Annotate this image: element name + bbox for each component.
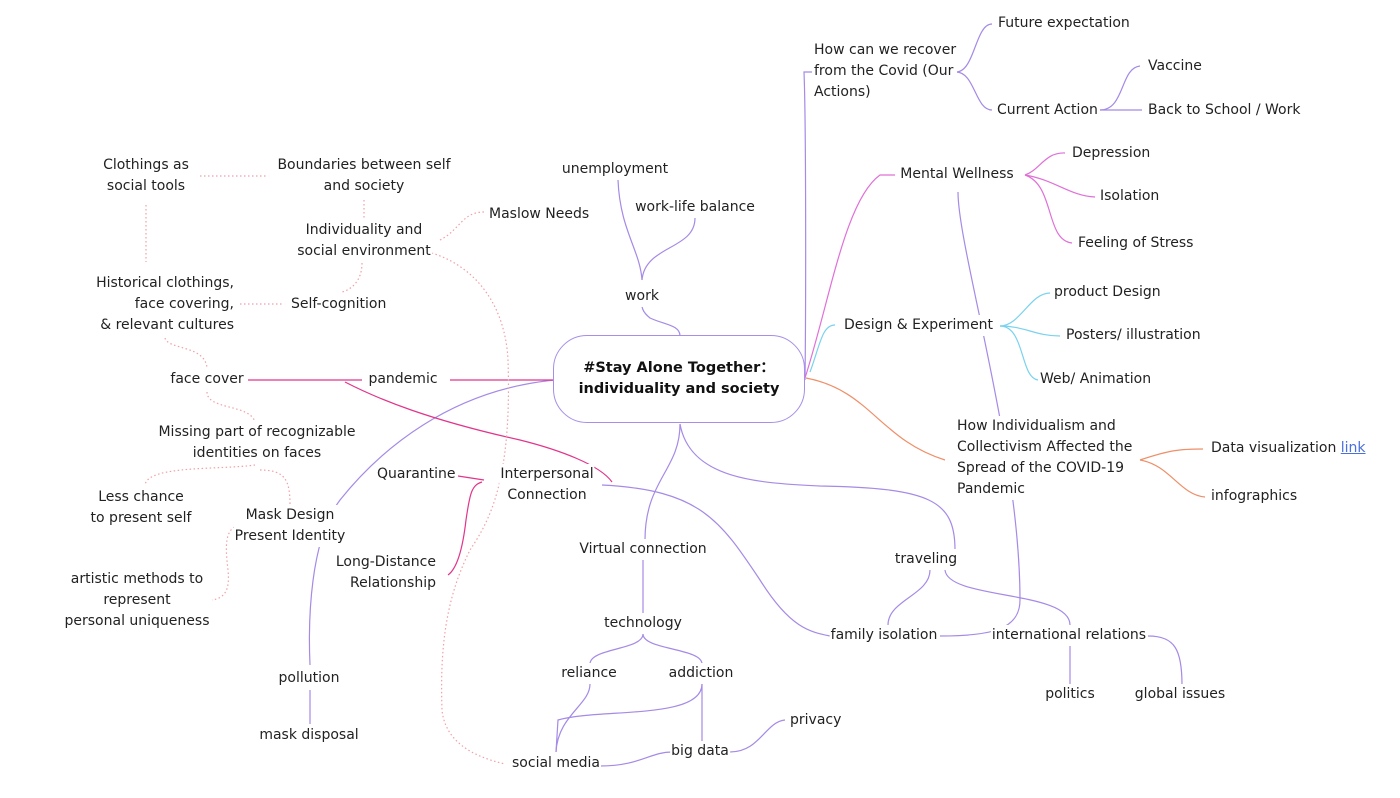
connector-traveling-international (944, 569, 1071, 626)
node-international-relations[interactable]: international relations (990, 625, 1148, 646)
node-face-cover[interactable]: face cover (169, 369, 245, 390)
node-work-life-balance[interactable]: work-life balance (634, 197, 756, 218)
connector-design-posters (999, 325, 1061, 337)
connector-individualism-datavis (1139, 448, 1204, 461)
node-maslow-needs[interactable]: Maslow Needs (488, 204, 591, 225)
node-work[interactable]: work (624, 286, 660, 307)
node-less-chance[interactable]: Less chance to present self (89, 487, 193, 529)
connector-individuality-social (419, 249, 510, 765)
connector-center-virtual (644, 423, 681, 541)
central-topic[interactable]: #Stay Alone Together： individuality and … (553, 335, 805, 423)
node-current-action[interactable]: Current Action (996, 100, 1099, 121)
connector-recover-current (955, 71, 993, 111)
node-mental-wellness[interactable]: Mental Wellness (899, 164, 1015, 185)
connector-quarantine-tip (457, 475, 485, 481)
orange-connectors (805, 377, 1206, 498)
node-data-visualization[interactable]: Data visualization link (1210, 438, 1367, 459)
node-pollution[interactable]: pollution (277, 668, 341, 689)
node-individuality-environment[interactable]: Individuality and social environment (296, 220, 432, 262)
node-future-expectation[interactable]: Future expectation (997, 13, 1131, 34)
connector-interpersonal-family (601, 484, 831, 637)
node-mask-design[interactable]: Mask Design Present Identity (233, 505, 347, 547)
connector-technology-reliance (589, 633, 644, 665)
connector-individuality-maslow (439, 211, 485, 241)
connector-center-design (809, 324, 836, 373)
node-historical-clothings[interactable]: Historical clothings, face covering, & r… (95, 273, 235, 336)
connector-traveling-family (887, 569, 931, 626)
node-pandemic[interactable]: pandemic (367, 369, 439, 390)
node-isolation[interactable]: Isolation (1099, 186, 1161, 207)
node-virtual-connection[interactable]: Virtual connection (578, 539, 708, 560)
node-addiction[interactable]: addiction (667, 663, 735, 684)
node-missing-part[interactable]: Missing part of recognizable identities … (157, 422, 357, 464)
node-data-visualization-label: Data visualization (1211, 440, 1337, 456)
connector-historical-facecover (164, 337, 208, 369)
node-individualism-collectivism[interactable]: How Individualism and Collectivism Affec… (956, 416, 1134, 500)
data-visualization-link[interactable]: link (1340, 440, 1366, 456)
node-reliance[interactable]: reliance (560, 663, 618, 684)
node-posters-illustration[interactable]: Posters/ illustration (1065, 325, 1202, 346)
connector-center-mental (804, 174, 895, 379)
connector-missing-mask (259, 469, 291, 506)
node-web-animation[interactable]: Web/ Animation (1039, 369, 1153, 390)
node-traveling[interactable]: traveling (893, 549, 959, 570)
connector-mental-depression (1024, 152, 1066, 176)
node-mask-disposal[interactable]: mask disposal (258, 725, 360, 746)
connector-work-unemployment (617, 179, 643, 281)
connector-mental-isolation (1024, 174, 1096, 198)
node-quarantine[interactable]: Quarantine (376, 464, 457, 485)
central-topic-label: #Stay Alone Together： individuality and … (578, 360, 780, 397)
connector-individualism-infographics (1139, 459, 1206, 498)
connector-social-bigdata (599, 751, 673, 767)
node-social-media[interactable]: social media (511, 753, 601, 774)
connector-current-vaccine (1099, 65, 1141, 111)
connector-recover (803, 71, 812, 381)
node-family-isolation[interactable]: family isolation (829, 625, 939, 646)
connector-mental-stress (1024, 174, 1073, 244)
connector-design-web (999, 325, 1039, 381)
connector-recover-future (955, 23, 993, 73)
node-self-cognition[interactable]: Self-cognition (290, 294, 388, 315)
connector-facecover-missing (206, 391, 256, 423)
connector-technology-addiction (642, 633, 703, 665)
connector-missing-less (144, 464, 256, 486)
connector-international-global (1147, 635, 1183, 686)
node-privacy[interactable]: privacy (789, 710, 843, 731)
connector-individuality-selfcog (341, 262, 363, 293)
node-feeling-of-stress[interactable]: Feeling of Stress (1077, 233, 1195, 254)
node-recover[interactable]: How can we recover from the Covid (Our A… (813, 40, 958, 103)
node-design-experiment[interactable]: Design & Experiment (843, 315, 995, 336)
connector-work-worklife (641, 217, 696, 281)
node-long-distance[interactable]: Long-Distance Relationship (334, 552, 437, 594)
node-depression[interactable]: Depression (1071, 143, 1152, 164)
connector-interpersonal-quarantine (447, 481, 483, 576)
connector-center-individualism (805, 377, 946, 461)
node-politics[interactable]: politics (1044, 684, 1096, 705)
cyan-connectors (809, 292, 1061, 381)
magenta-connectors (804, 152, 1096, 379)
node-big-data[interactable]: big data (670, 741, 730, 762)
connector-center-traveling (679, 423, 956, 551)
connector-design-product (999, 292, 1051, 327)
node-global-issues[interactable]: global issues (1133, 684, 1227, 705)
node-unemployment[interactable]: unemployment (560, 159, 670, 180)
node-clothings-social-tools[interactable]: Clothings as social tools (102, 155, 190, 197)
dotted-connectors (144, 175, 510, 765)
connector-bigdata-privacy (729, 719, 786, 753)
connector-addiction-social (555, 683, 703, 753)
node-vaccine[interactable]: Vaccine (1147, 56, 1203, 77)
connector-reliance-social (555, 683, 591, 753)
node-interpersonal-connection[interactable]: Interpersonal Connection (499, 464, 595, 506)
node-boundaries[interactable]: Boundaries between self and society (276, 155, 452, 197)
node-technology[interactable]: technology (603, 613, 683, 634)
connector-center-pollution (308, 379, 556, 666)
node-artistic-methods[interactable]: artistic methods to represent personal u… (63, 569, 211, 632)
node-back-to-school[interactable]: Back to School / Work (1147, 100, 1302, 121)
node-infographics[interactable]: infographics (1210, 486, 1299, 507)
purple-connectors (308, 23, 1183, 767)
node-product-design[interactable]: product Design (1053, 282, 1162, 303)
